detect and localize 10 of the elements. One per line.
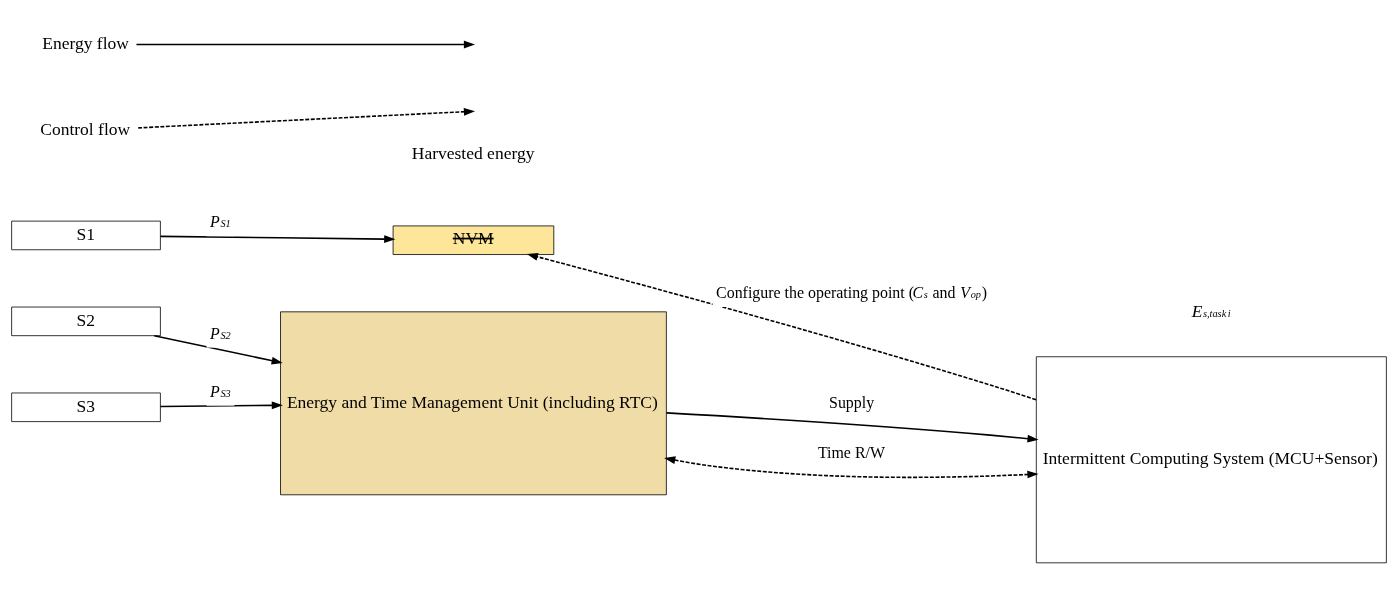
edge-label: Supply bbox=[829, 393, 875, 411]
edge-label: PS2 bbox=[210, 324, 231, 342]
edge-label: Configure the operating point (Cs and Vop) bbox=[716, 283, 988, 301]
edge-label: PS1 bbox=[210, 212, 231, 230]
label: Es,taski bbox=[1191, 300, 1231, 321]
edge-label: Time R/W bbox=[817, 443, 885, 461]
legend-label: Control flow bbox=[40, 118, 131, 139]
legend-label: Energy flow bbox=[42, 32, 129, 53]
edge-label: PS3 bbox=[210, 382, 231, 400]
label: Harvested energy bbox=[411, 142, 535, 163]
